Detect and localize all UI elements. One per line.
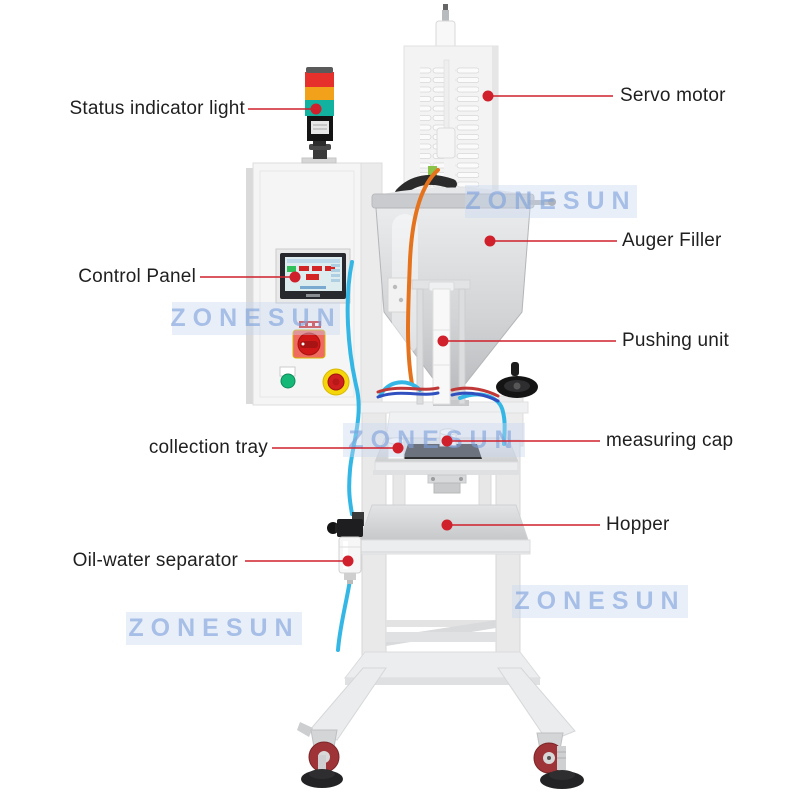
right-caster-wheel [533, 732, 565, 774]
label-status-indicator-light: Status indicator light [69, 98, 245, 119]
right-leg [497, 667, 576, 743]
tray-mat [403, 444, 482, 459]
container-clamp [427, 474, 467, 494]
corrugated-hose [395, 174, 457, 198]
striped-hose-red [376, 386, 500, 398]
right-foot [540, 746, 584, 789]
status-indicator-tower-light [301, 67, 337, 164]
striped-hose-blue [376, 391, 500, 403]
blue-tube-left-lower [336, 578, 352, 652]
left-foot [301, 755, 343, 788]
left-leg [308, 667, 387, 741]
green-start-button [279, 366, 296, 389]
tower-light-amber [305, 87, 334, 100]
oil-water-separator-part [327, 512, 364, 584]
orange-servo-cable [406, 168, 440, 386]
label-oil-water-separator: Oil-water separator [72, 550, 238, 571]
tower-light-red [305, 72, 334, 87]
zonesun-watermark: ZONESUN [126, 612, 302, 645]
label-measuring-cap: measuring cap [606, 430, 734, 451]
hmi-touchscreen [275, 248, 351, 304]
label-servo-motor: Servo motor [620, 85, 726, 106]
power-switch [292, 321, 326, 359]
tower-light-green [305, 100, 334, 116]
left-caster-wheel [297, 722, 340, 773]
pushing-unit-part [411, 279, 471, 405]
label-collection-tray: collection tray [148, 437, 268, 458]
label-control-panel: Control Panel [78, 266, 196, 287]
control-cabinet [246, 162, 362, 406]
zonesun-watermark: ZONESUN [465, 185, 637, 218]
zonesun-watermark: ZONESUN [512, 585, 688, 618]
blue-tube-left [345, 260, 361, 516]
pneumatic-tubes [336, 168, 507, 652]
adjustment-handwheel [496, 362, 538, 398]
zonesun-watermark: ZONESUN [170, 302, 340, 335]
machine-base [297, 651, 584, 789]
servo-motor-part [403, 4, 499, 197]
auger-filler-hopper [371, 174, 556, 406]
label-auger-filler: Auger Filler [622, 230, 722, 251]
label-hopper: Hopper [606, 514, 670, 535]
zonesun-watermark: ZONESUN [343, 423, 525, 457]
label-pushing-unit: Pushing unit [622, 330, 729, 351]
collection-tray-part [373, 411, 520, 494]
emergency-stop-button [322, 368, 350, 396]
